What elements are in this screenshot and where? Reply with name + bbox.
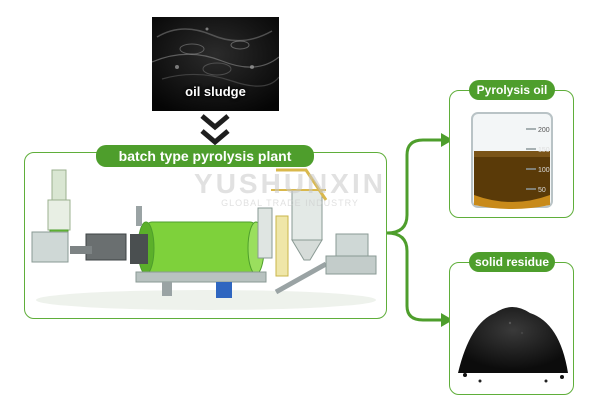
plant-title: batch type pyrolysis plant (96, 145, 314, 167)
oil-sludge-label: oil sludge (185, 84, 246, 99)
branch-arrow-icon (386, 133, 453, 327)
beaker-mark-150: 150 (538, 147, 550, 154)
oil-sludge-photo (152, 17, 279, 111)
beaker-mark-50: 50 (538, 187, 546, 194)
double-chevron-down-icon (200, 114, 230, 146)
beaker-mark-200: 200 (538, 127, 550, 134)
oil-beaker-image: 200 150 100 50 (471, 112, 553, 209)
solid-residue-title: solid residue (469, 252, 555, 272)
pyrolysis-oil-title: Pyrolysis oil (469, 80, 555, 100)
pyrolysis-oil-box: 200 150 100 50 (449, 90, 574, 218)
beaker-mark-100: 100 (538, 167, 550, 174)
pyrolysis-plant-illustration (31, 168, 377, 310)
solid-residue-image (458, 307, 568, 383)
solid-residue-box (449, 262, 574, 395)
